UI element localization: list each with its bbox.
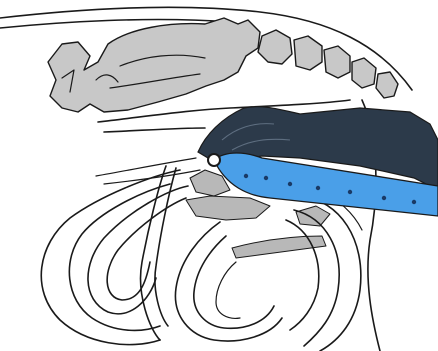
probe-dot-3 (288, 182, 292, 186)
uterine-loop-middle-inner (107, 198, 186, 300)
tissue-patch-mid (186, 196, 270, 220)
pelvic-bone (48, 18, 260, 112)
probe-dot-7 (412, 200, 416, 204)
tail-vertebra-4 (352, 58, 376, 88)
probe-dot-2 (264, 176, 268, 180)
tail-vertebra-3 (324, 46, 350, 78)
tail-vertebra-5 (376, 72, 398, 98)
ovary-loop-inner-2 (216, 262, 240, 318)
rectal-wall-lower (104, 128, 205, 132)
tissue-patch-right (296, 206, 330, 226)
tail-vertebra-2 (294, 36, 322, 70)
probe-dot-6 (382, 196, 386, 200)
contact-point-icon (208, 154, 220, 166)
uterine-horn-left-inner (69, 184, 170, 330)
probe-dot-1 (244, 174, 248, 178)
tail-vertebra-1 (258, 30, 292, 64)
ovary-loop-outer (175, 222, 282, 341)
probe-dot-5 (348, 190, 352, 194)
probe-dot-4 (316, 186, 320, 190)
